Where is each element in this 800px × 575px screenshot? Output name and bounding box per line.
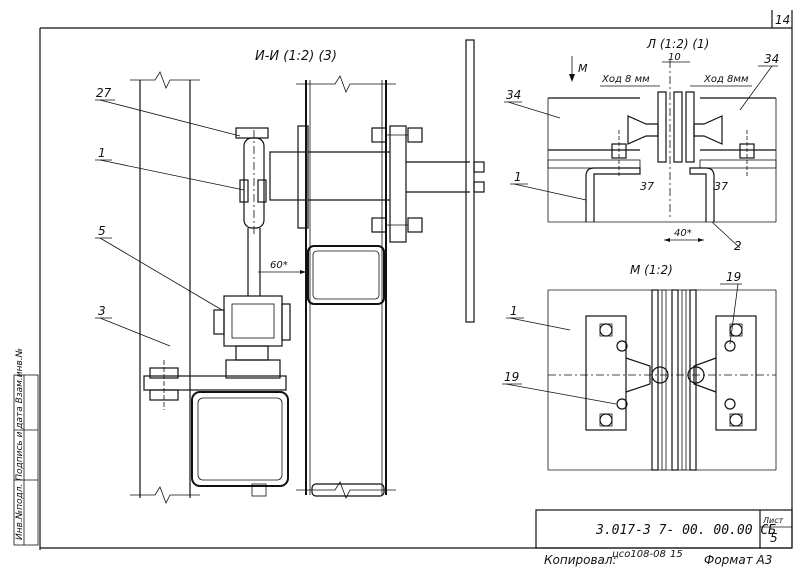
copied-by-label: Копировал: — [544, 553, 617, 567]
shaft-assembly — [269, 39, 485, 323]
dim-60: 60* — [258, 260, 306, 274]
view-m: М (1:2) — [502, 263, 777, 471]
detail-l-view: Л (1:2) (1) М 10 Ход 8 мм Ход — [504, 37, 779, 253]
view-m-title: М (1:2) — [630, 263, 673, 277]
view-arrow-m: М — [578, 62, 588, 75]
tube-section — [307, 245, 385, 305]
document-code: 3.017-3 7- 00. 00.00 СБ — [595, 523, 776, 538]
callout-27: 27 — [96, 86, 112, 100]
callout-3: 3 — [98, 304, 106, 318]
stroke-left-text: Ход 8 мм — [601, 74, 650, 85]
right-post — [296, 75, 396, 499]
top-clevis — [235, 127, 269, 296]
middle-block — [213, 295, 291, 379]
callout-37b: 37 — [714, 180, 728, 193]
callout-34a: 34 — [506, 88, 521, 102]
title-block: 3.017-3 7- 00. 00.00 СБ Лист 5 Копировал… — [535, 509, 793, 567]
callout-5: 5 — [98, 224, 106, 238]
section-ii-title: И-И (1:2) (3) — [255, 49, 337, 64]
format-label: Формат А3 — [704, 553, 772, 567]
bottom-bracket — [143, 360, 289, 497]
callout-37a: 37 — [640, 180, 654, 193]
sheet-number: 5 — [770, 531, 778, 545]
callouts-left: 27 1 5 3 — [95, 86, 245, 347]
page-number: 14 — [775, 13, 790, 27]
side-stamp-text: Инв.№подл. Подпись и дата Взам.инв.№ — [15, 348, 25, 540]
section-ii-view: И-И (1:2) (3) — [95, 39, 485, 504]
sheet-label: Лист — [762, 516, 784, 525]
archive-number: цсо108-08 — [612, 549, 666, 560]
vertical-plate — [465, 39, 475, 323]
callout-1c: 1 — [510, 304, 518, 318]
dim-60-text: 60* — [270, 260, 288, 271]
stroke-right-text: Ход 8мм — [703, 74, 749, 85]
callout-2: 2 — [734, 239, 742, 253]
dim-40-text: 40* — [674, 228, 692, 239]
callout-1b: 1 — [514, 170, 522, 184]
callout-19b: 19 — [726, 270, 741, 284]
dim-10-text: 10 — [668, 52, 681, 63]
callout-19a: 19 — [504, 370, 519, 384]
left-column — [130, 71, 200, 504]
archive-sheet: 15 — [670, 549, 683, 560]
detail-l-title: Л (1:2) (1) — [646, 37, 709, 51]
side-stamp-strip: Инв.№подл. Подпись и дата Взам.инв.№ — [13, 348, 39, 546]
callout-1a: 1 — [98, 146, 106, 160]
sheet-frame — [39, 10, 793, 550]
callout-34b: 34 — [764, 52, 779, 66]
